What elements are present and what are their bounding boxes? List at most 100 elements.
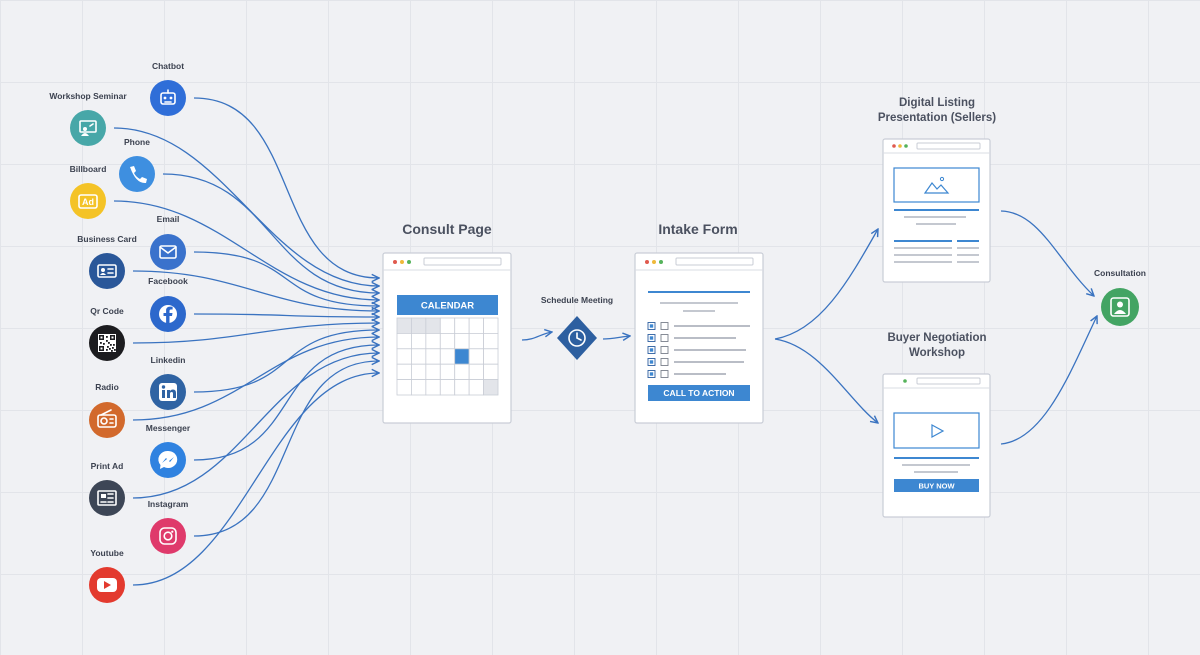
source-badge-phone[interactable]	[119, 156, 155, 192]
calendar-day[interactable]	[439, 332, 456, 350]
calendar-day[interactable]	[425, 379, 441, 396]
source-badge-chatbot[interactable]	[150, 80, 186, 116]
source-instagram[interactable]: Instagram	[148, 499, 189, 554]
form-row[interactable]	[647, 346, 746, 354]
source-label-linkedin: Linkedin	[151, 355, 186, 365]
source-radio[interactable]: Radio	[89, 382, 125, 438]
consultation[interactable]: Consultation	[1094, 268, 1146, 326]
radio-icon	[97, 409, 117, 428]
schedule-meeting-label: Schedule Meeting	[541, 295, 613, 305]
calendar-day[interactable]	[483, 363, 499, 381]
connector-facebook	[193, 314, 379, 317]
source-email[interactable]: Email	[150, 214, 186, 270]
calendar-day[interactable]	[439, 317, 456, 334]
source-badge-workshop-seminar[interactable]	[70, 110, 106, 146]
calendar-day[interactable]	[454, 379, 470, 396]
calendar-day[interactable]	[411, 332, 427, 350]
source-qr-code[interactable]: Qr Code	[89, 306, 125, 361]
call-to-action-button[interactable]: CALL TO ACTION	[648, 385, 750, 401]
source-badge-instagram[interactable]	[150, 518, 186, 554]
qr-code-icon	[98, 334, 116, 352]
calendar-day[interactable]	[483, 332, 499, 350]
source-messenger[interactable]: Messenger	[146, 423, 191, 478]
calendar-day[interactable]	[439, 363, 456, 381]
calendar-day[interactable]	[454, 332, 470, 350]
checkbox-unchecked[interactable]	[660, 358, 669, 366]
calendar-day[interactable]	[425, 332, 441, 350]
form-row[interactable]	[647, 358, 744, 366]
source-badge-business-card[interactable]	[89, 253, 125, 289]
ad-icon-text: Ad	[82, 197, 94, 207]
calendar-day[interactable]	[468, 317, 484, 334]
calendar-grid[interactable]	[396, 317, 499, 396]
calendar-day[interactable]	[439, 348, 456, 365]
source-facebook[interactable]: Facebook	[148, 276, 188, 332]
source-label-facebook: Facebook	[148, 276, 188, 286]
calendar-day[interactable]	[454, 363, 470, 381]
buyer-negotiation-workshop[interactable]: Buyer Negotiation Workshop BUY NOW	[882, 332, 991, 518]
source-workshop-seminar[interactable]: Workshop Seminar	[49, 91, 127, 146]
facebook-icon	[159, 305, 177, 323]
form-rows[interactable]	[647, 322, 750, 378]
calendar-day[interactable]	[483, 317, 499, 334]
calendar-day[interactable]	[483, 348, 499, 365]
source-linkedin[interactable]: Linkedin	[150, 355, 186, 410]
calendar-day[interactable]	[396, 348, 412, 365]
newspaper-icon	[97, 490, 117, 506]
calendar-day[interactable]	[411, 348, 427, 365]
calendar-selected-day[interactable]	[454, 348, 470, 365]
phone-icon	[130, 166, 147, 184]
form-row[interactable]	[647, 322, 750, 330]
source-print-ad[interactable]: Print Ad	[89, 461, 125, 516]
calendar-day[interactable]	[468, 332, 484, 350]
calendar-day[interactable]	[439, 379, 456, 396]
form-row[interactable]	[647, 334, 736, 342]
source-badge-email[interactable]	[150, 234, 186, 270]
calendar-day[interactable]	[411, 379, 427, 396]
schedule-meeting[interactable]: Schedule Meeting	[541, 295, 613, 360]
calendar-day[interactable]	[468, 348, 484, 365]
consult-page[interactable]: Consult Page CALENDAR	[382, 221, 512, 424]
calendar-day[interactable]	[468, 379, 484, 396]
source-label-print-ad: Print Ad	[91, 461, 124, 471]
intake-form[interactable]: Intake Form CALL TO ACTION	[634, 221, 764, 424]
calendar-day[interactable]	[396, 379, 412, 396]
connector-qr-code	[132, 323, 379, 344]
source-label-chatbot: Chatbot	[152, 61, 184, 71]
connector-youtube	[132, 373, 379, 586]
clock-icon	[568, 329, 586, 347]
linkedin-icon	[159, 383, 177, 401]
source-badge-print-ad[interactable]	[89, 480, 125, 516]
source-phone[interactable]: Phone	[119, 137, 155, 192]
checkbox-unchecked[interactable]	[660, 346, 669, 354]
connector-print-ad	[132, 353, 379, 499]
calendar-day[interactable]	[468, 363, 484, 381]
calendar-day[interactable]	[396, 317, 412, 334]
checkbox-unchecked[interactable]	[660, 322, 669, 330]
buy-now-button[interactable]: BUY NOW	[894, 479, 979, 492]
play-icon[interactable]	[931, 423, 945, 439]
workshop-title-line1: Buyer Negotiation	[887, 332, 986, 344]
form-row[interactable]	[647, 370, 726, 378]
calendar-day[interactable]	[396, 363, 412, 381]
calendar-day[interactable]	[425, 317, 441, 334]
checkbox-unchecked[interactable]	[660, 334, 669, 342]
digital-listing-presentation[interactable]: Digital Listing Presentation (Sellers)	[878, 97, 996, 283]
calendar-day[interactable]	[425, 348, 441, 365]
instagram-icon	[159, 527, 177, 545]
source-business-card[interactable]: Business Card	[77, 234, 137, 289]
source-youtube[interactable]: Youtube	[89, 548, 125, 603]
calendar-day[interactable]	[411, 317, 427, 334]
source-chatbot[interactable]: Chatbot	[150, 61, 186, 116]
source-badge-billboard[interactable]	[70, 183, 106, 219]
calendar-day[interactable]	[483, 379, 499, 396]
calendar-day[interactable]	[425, 363, 441, 381]
calendar-day[interactable]	[454, 317, 470, 334]
checkbox-unchecked[interactable]	[660, 370, 669, 378]
calendar-day[interactable]	[411, 363, 427, 381]
calendar-day[interactable]	[396, 332, 412, 350]
source-label-instagram: Instagram	[148, 499, 189, 509]
source-label-business-card: Business Card	[77, 234, 137, 244]
connector-phone	[162, 173, 379, 293]
